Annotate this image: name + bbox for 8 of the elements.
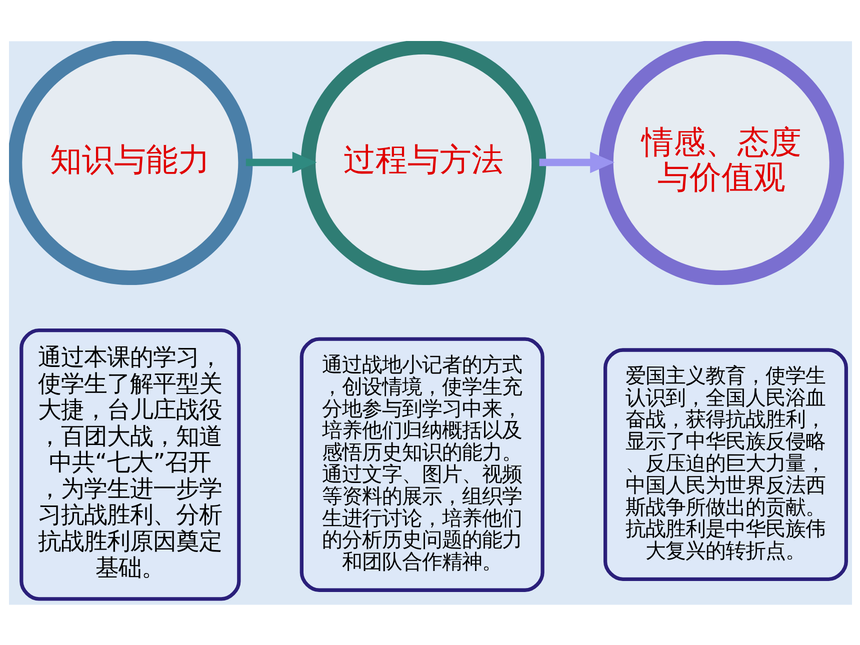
node-circle: 知识与能力 [8,40,252,285]
node-box: 爱国主义教育，使学生认识到，全国人民浴血奋战，获得抗战胜利，显示了中华民族反侵略、反压迫的巨大力量，中国人民为世界反法西斯战争所做出的贡献。抗战胜利是中华民族伟大复兴的转折点。 [602,348,848,580]
node-box: 通过战地小记者的方式，创设情境，使学生充分地参与到学习中来，培养他们归纳概括以及感悟历史知识的能力。通过文字、图片、视频等资料的展示，组织学生进行讨论，培养他们的分析历史问题的能力和团队合作精神。 [299,336,544,592]
node-circle: 情感、态度与价值观 [598,40,844,285]
node-box: 通过本课的学习，使学生了解平型关大捷，台儿庄战役，百团大战，知道中共“七大”召开，为学生进一步学习抗战胜利、分析抗战胜利原因奠定基础。 [19,328,240,600]
node-circle: 过程与方法 [300,40,546,285]
arrow [538,151,614,173]
arrow [245,151,316,173]
